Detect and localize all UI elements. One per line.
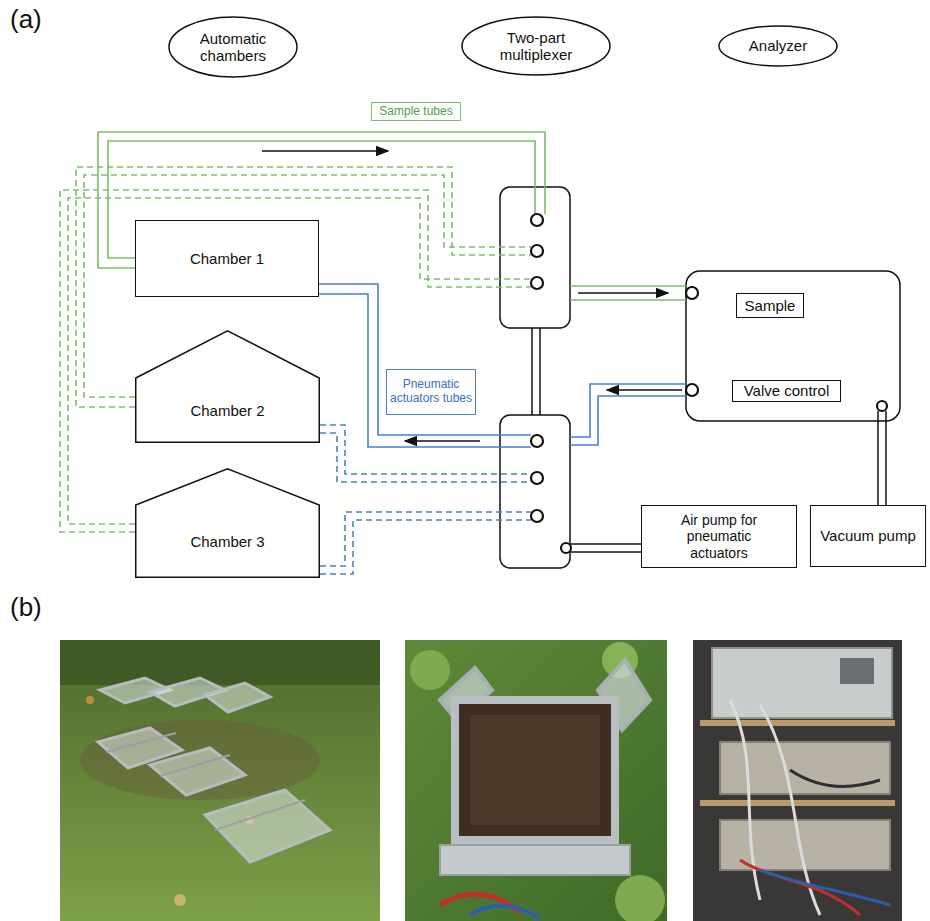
node-text: Sample <box>745 297 796 314</box>
header-ellipse: Automatic chambers <box>168 16 298 78</box>
port-label-box: Valve control <box>732 380 841 402</box>
tube-label-box: Sample tubes <box>371 102 461 121</box>
pump-box: Air pump for pneumatic actuators <box>641 505 797 568</box>
rack-photo <box>693 640 902 921</box>
node-text: Analyzer <box>749 37 807 54</box>
node-text: Vacuum pump <box>820 527 916 544</box>
chamber-box: Chamber 1 <box>135 220 319 297</box>
node-text: Chamber 1 <box>190 250 264 267</box>
pneumatic-tube <box>320 425 531 574</box>
pentagon-outline <box>135 330 320 443</box>
node-text: Valve control <box>744 382 830 399</box>
sample-tube <box>60 167 531 532</box>
chamber-box: Chamber 2 <box>135 330 320 443</box>
node-text: Chamber 3 <box>190 533 264 550</box>
flow-arrow <box>262 151 682 441</box>
chamber-box: Chamber 3 <box>135 468 320 578</box>
pump-box: Vacuum pump <box>810 505 926 567</box>
panel-label: (a) <box>10 4 42 35</box>
port-label-box: Sample <box>736 293 804 318</box>
node-text: Sample tubes <box>379 105 452 119</box>
header-ellipse: Two-part multiplexer <box>461 16 611 76</box>
chamber-photo <box>405 640 667 921</box>
tube-label-box: Pneumatic actuators tubes <box>386 369 476 415</box>
node-text: Air pump for pneumatic actuators <box>663 512 775 560</box>
sample-tube <box>570 286 686 300</box>
node-text: Automatic chambers <box>185 30 281 65</box>
multiplexer-box <box>500 415 570 568</box>
node-text: Pneumatic actuators tubes <box>387 378 475 406</box>
node-text: Two-part multiplexer <box>488 29 584 64</box>
field-photo <box>60 640 380 921</box>
pneumatic-tube <box>319 284 686 447</box>
analyzer-box <box>686 271 900 421</box>
header-ellipse: Analyzer <box>718 25 838 67</box>
pentagon-outline <box>135 468 320 578</box>
panel-label: (b) <box>10 592 42 623</box>
port-circle <box>531 214 887 553</box>
node-text: Chamber 2 <box>190 402 264 419</box>
